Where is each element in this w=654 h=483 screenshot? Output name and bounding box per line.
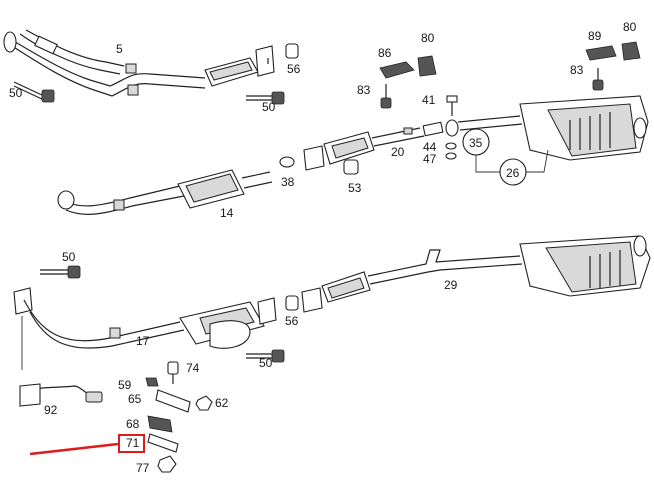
front-pipe-top (3, 29, 206, 97)
rubber-mount-80-top-right (621, 41, 641, 61)
bracket-59 (145, 377, 159, 387)
callout-26 (475, 149, 549, 186)
label-65: 65 (128, 392, 142, 406)
labels-top: 5 50 56 50 86 80 89 80 83 83 41 35 44 47… (9, 20, 637, 220)
oxygen-sensor-92 (19, 383, 103, 407)
label-38: 38 (281, 175, 295, 189)
washers-44-47 (445, 142, 457, 160)
label-83-right: 83 (570, 63, 584, 77)
rubber-mount-80-top-left (417, 55, 437, 77)
label-80-right: 80 (623, 20, 637, 34)
catalytic-converter-14 (57, 169, 273, 215)
label-29: 29 (444, 278, 458, 292)
nut-77 (157, 455, 177, 473)
label-44: 44 (423, 140, 437, 154)
bolt-74 (167, 361, 179, 384)
label-89: 89 (588, 29, 602, 43)
label-5: 5 (116, 42, 123, 56)
gasket-56-top (285, 43, 299, 59)
label-86: 86 (378, 46, 392, 60)
red-highlight-annotation (29, 434, 145, 456)
label-68: 68 (126, 417, 140, 431)
rear-muffler-top (457, 95, 649, 161)
clamp-35 (445, 119, 490, 156)
labels-bottom: 50 29 56 17 50 92 59 74 65 62 68 71 77 (44, 250, 458, 475)
clamp-38 (279, 156, 295, 168)
bolt-50-top-right (246, 91, 285, 105)
bolt-50-bottom-left (40, 265, 81, 279)
gasket-56-bottom (285, 295, 299, 311)
clamp-68 (147, 415, 173, 433)
label-77: 77 (136, 461, 150, 475)
label-20: 20 (391, 145, 405, 159)
red-highlight-box-71 (118, 434, 145, 453)
bracket-65 (155, 389, 191, 413)
bracket-71 (147, 433, 179, 453)
label-50-bottom-left: 50 (62, 250, 76, 264)
label-62: 62 (215, 396, 229, 410)
label-92: 92 (44, 403, 58, 417)
hanger-89 (585, 45, 617, 61)
pipe-assembly-29 (301, 235, 651, 313)
bolt-50-top-left (13, 81, 55, 103)
label-14: 14 (220, 206, 234, 220)
label-74: 74 (186, 361, 200, 375)
catalytic-converter-bottom (179, 297, 277, 349)
pre-silencer-20 (303, 121, 444, 171)
label-56-top: 56 (287, 62, 301, 76)
red-pointer-line (29, 442, 119, 456)
label-50-top-right: 50 (262, 100, 276, 114)
front-pipe-17 (13, 287, 185, 370)
label-17: 17 (136, 334, 150, 348)
label-35: 35 (469, 136, 483, 150)
hanger-86 (379, 61, 415, 79)
bolt-50-bottom-right (246, 349, 285, 363)
middle-muffler-top (204, 45, 275, 87)
bolt-41 (446, 95, 458, 116)
bolt-83-left (380, 84, 392, 109)
label-83-left: 83 (357, 83, 371, 97)
label-53: 53 (348, 181, 362, 195)
label-56-bottom: 56 (285, 314, 299, 328)
gasket-53 (343, 159, 359, 175)
label-71: 71 (126, 436, 140, 450)
label-41: 41 (422, 93, 436, 107)
bolt-83-right (592, 68, 604, 91)
label-26: 26 (506, 166, 520, 180)
label-50-bottom-right: 50 (259, 356, 273, 370)
label-59: 59 (118, 378, 132, 392)
label-50-top-left: 50 (9, 86, 23, 100)
nut-62 (195, 395, 213, 411)
label-47: 47 (423, 152, 437, 166)
label-80-left: 80 (421, 31, 435, 45)
